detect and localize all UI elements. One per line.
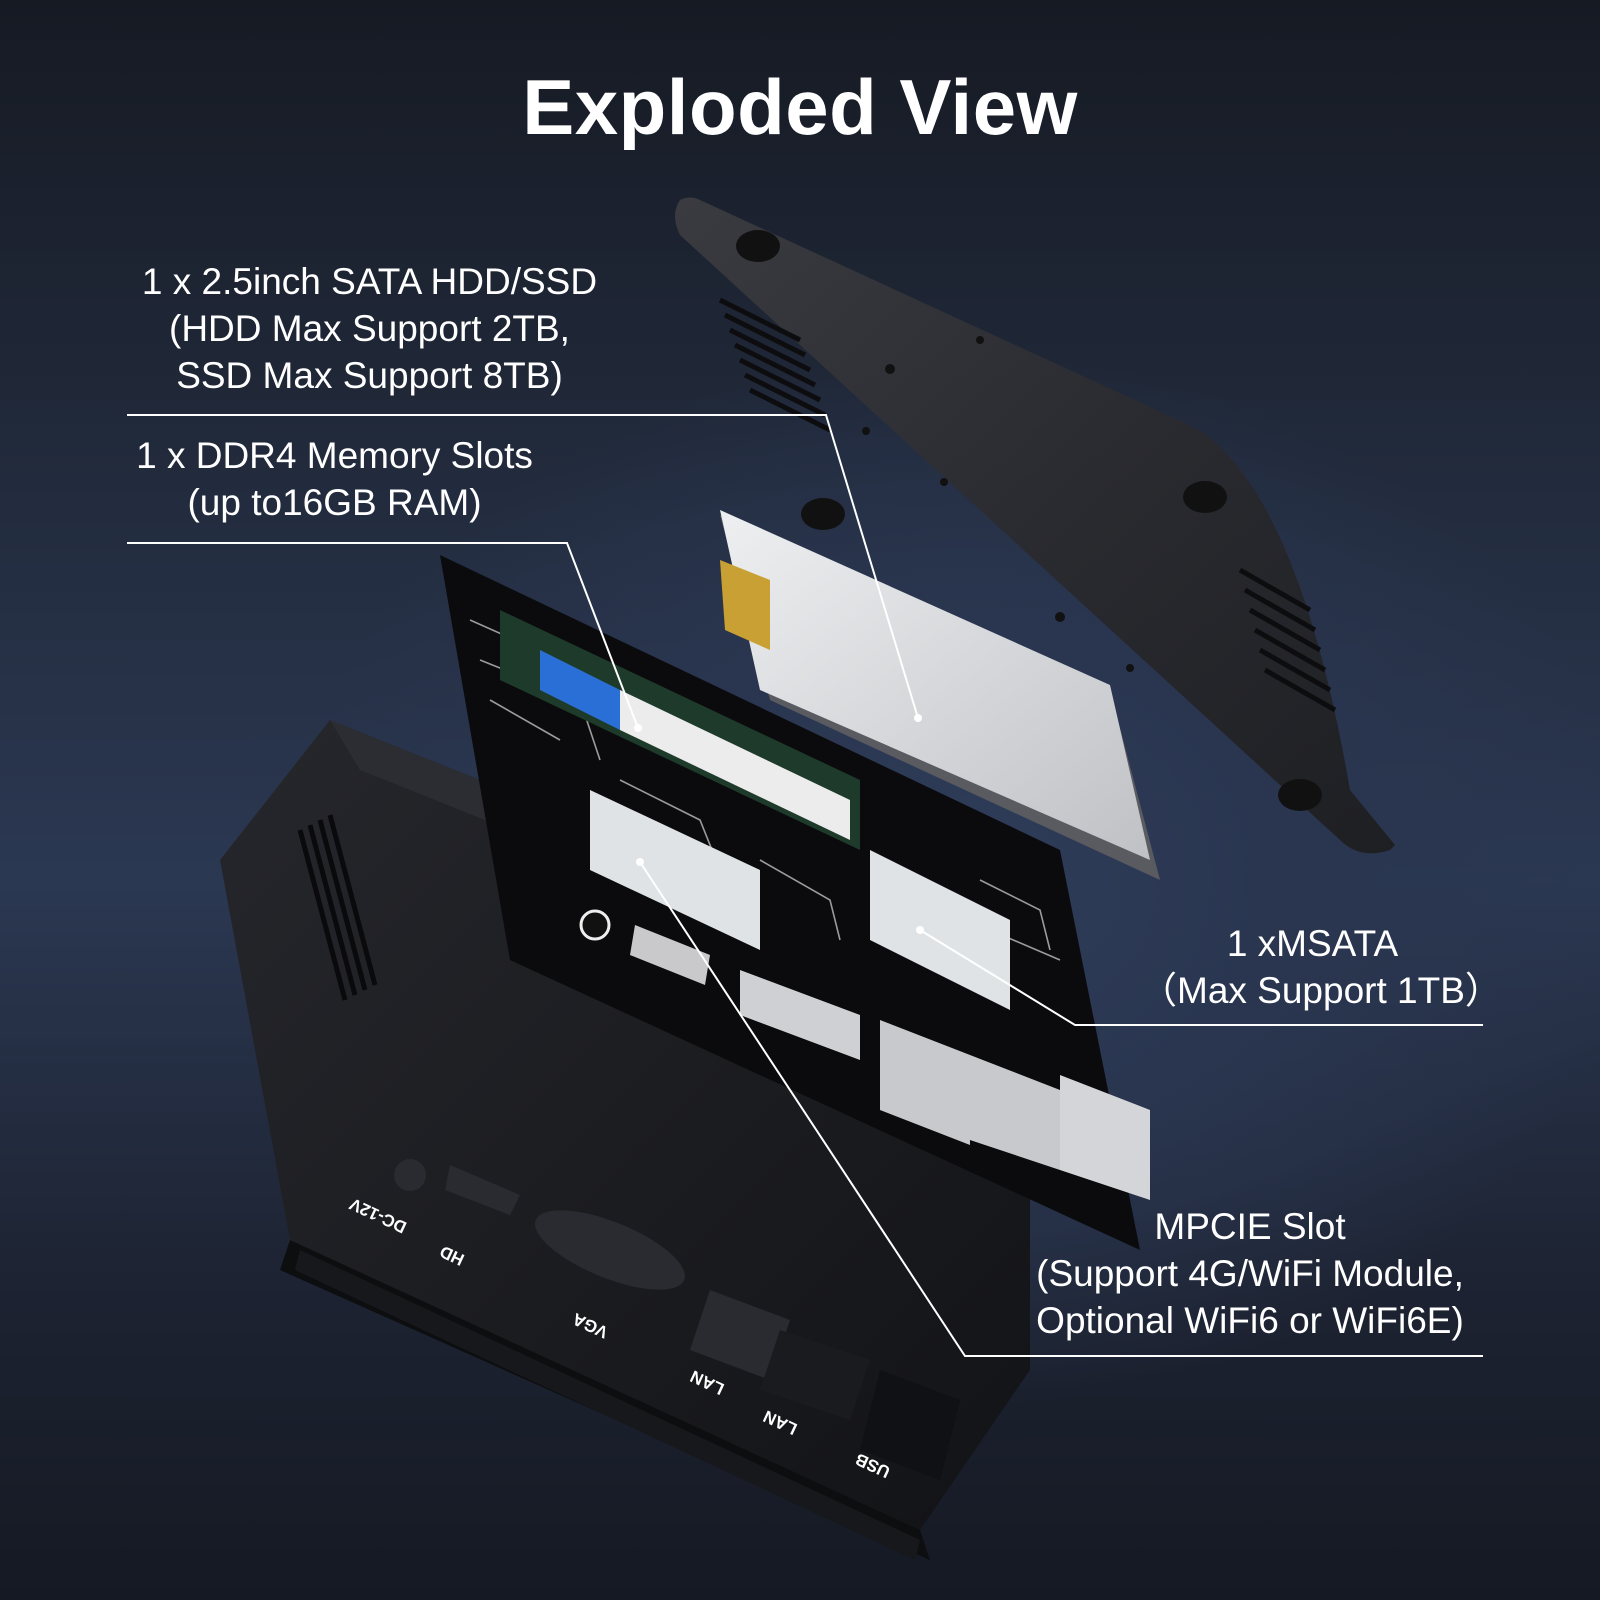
usb-ports [1060, 1075, 1150, 1200]
callout-line: SSD Max Support 8TB) [176, 355, 563, 396]
msata-leader-line [919, 929, 1483, 1026]
ram-module [500, 610, 860, 850]
callout-msata: 1 xMSATA （Max Support 1TB） [1140, 920, 1502, 1014]
callout-line: 1 x DDR4 Memory Slots [136, 435, 533, 476]
motherboard [440, 555, 1150, 1250]
memory-leader-line [127, 542, 639, 729]
lan-port-cutout-1 [690, 1290, 790, 1380]
callout-line: （Max Support 1TB） [1140, 970, 1502, 1011]
callout-line: MPCIE Slot [1154, 1206, 1346, 1247]
dc-port-cutout [394, 1159, 426, 1191]
callout-line: (Support 4G/WiFi Module, [1036, 1253, 1464, 1294]
mpcie-leader-line [639, 861, 1483, 1357]
antenna-connector [579, 909, 611, 941]
sata-leader-line [127, 414, 919, 719]
callout-sata-drive: 1 x 2.5inch SATA HDD/SSD (HDD Max Suppor… [117, 258, 622, 399]
vga-port-cutout [535, 1210, 685, 1290]
callout-line: 1 xMSATA [1226, 923, 1399, 964]
callout-leader-lines [127, 414, 1483, 1357]
callout-line: 1 x 2.5inch SATA HDD/SSD [141, 261, 598, 302]
msata-card [870, 850, 1010, 1010]
lan-port-cutout-2 [760, 1330, 870, 1420]
lan-port-1 [880, 1020, 970, 1145]
page-title: Exploded View [522, 63, 1078, 151]
callout-mpcie-slot: MPCIE Slot (Support 4G/WiFi Module, Opti… [1015, 1203, 1485, 1344]
sata-connector [720, 560, 770, 650]
callout-memory-slots: 1 x DDR4 Memory Slots (up to16GB RAM) [117, 432, 552, 526]
hdmi-port-cutout [445, 1165, 520, 1215]
callout-line: Optional WiFi6 or WiFi6E) [1036, 1300, 1464, 1341]
hdmi-port [630, 925, 710, 985]
vga-port [740, 970, 860, 1060]
lan-port-2 [970, 1055, 1060, 1170]
callout-line: (up to16GB RAM) [187, 482, 482, 523]
usb-port-cutout [860, 1370, 960, 1480]
top-lid [675, 197, 1395, 854]
mpcie-card [590, 790, 760, 950]
callout-line: (HDD Max Support 2TB, [169, 308, 570, 349]
ssd-drive [720, 510, 1160, 880]
